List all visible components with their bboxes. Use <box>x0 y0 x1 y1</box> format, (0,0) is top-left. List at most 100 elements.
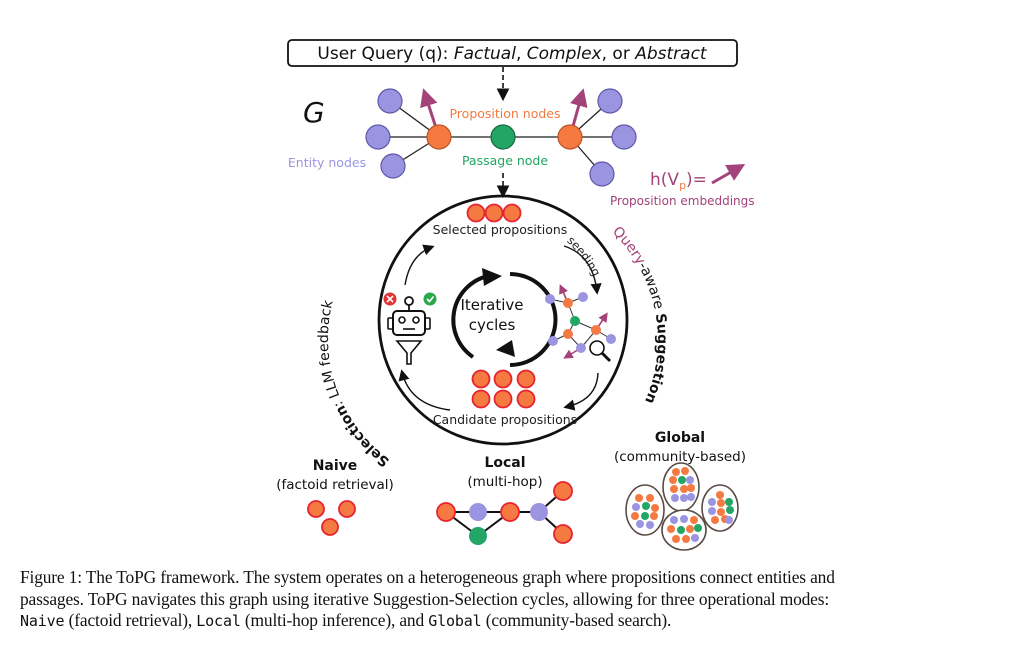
proposition-node <box>682 535 690 543</box>
entity-node <box>589 161 615 187</box>
reject-icon <box>383 292 397 306</box>
passage-node <box>490 124 516 150</box>
entity-node <box>670 516 678 524</box>
query-separator: , <box>516 44 527 64</box>
proposition-nodes-label: Proposition nodes <box>449 106 560 121</box>
selection-arc-label: Selection: LLM feedback <box>316 298 392 470</box>
entity-node <box>636 520 644 528</box>
proposition-node <box>686 525 694 533</box>
entity-node <box>680 515 688 523</box>
passage-node <box>641 512 649 520</box>
proposition-node <box>635 494 643 502</box>
suggestion-arc-label: Query-aware Suggestion <box>609 224 670 406</box>
suggestion-subgraph <box>545 284 616 359</box>
proposition-node <box>667 525 675 533</box>
user-query-box: User Query (q): Factual, Complex, or Abs… <box>287 39 738 67</box>
candidate-propositions-group <box>471 369 536 409</box>
proposition-node <box>672 535 680 543</box>
proposition-node <box>716 491 724 499</box>
passage-node <box>694 524 702 532</box>
proposition-node <box>631 512 639 520</box>
entity-node <box>380 153 406 179</box>
iterative-label-line2: cycles <box>469 316 516 334</box>
mode-code-naive: Naive <box>20 612 65 630</box>
mode-local: Local (multi-hop) <box>436 455 573 545</box>
mode-name: Naive <box>313 458 358 474</box>
proposition-node <box>717 499 725 507</box>
graph-symbol: G <box>303 96 325 129</box>
mode-desc: (community-based) <box>614 449 746 465</box>
magnifier-icon <box>589 340 612 363</box>
mode-global: Global (community-based) <box>614 430 746 551</box>
query-prefix: User Query (q): <box>317 44 453 64</box>
llm-robot-icon <box>387 296 431 336</box>
proposition-node <box>687 484 695 492</box>
selected-propositions-label: Selected propositions <box>433 222 568 237</box>
query-type-abstract: Abstract <box>634 44 708 64</box>
entity-node <box>686 476 694 484</box>
svg-text:User Query (q): Factual, Compl: User Query (q): Factual, Complex, or Abs… <box>317 44 708 64</box>
entity-node <box>687 493 695 501</box>
embedding-legend-arrow <box>711 164 746 185</box>
passage-node <box>726 506 734 514</box>
proposition-node <box>651 504 659 512</box>
proposition-node <box>711 516 719 524</box>
mode-name: Local <box>484 455 525 471</box>
suggestion-to-candidate-arrow <box>563 372 599 411</box>
selection-to-selected-arrow <box>404 244 435 286</box>
mode-name: Global <box>655 430 705 446</box>
heterogeneous-graph <box>365 88 637 187</box>
entity-node <box>646 521 654 529</box>
entity-node <box>671 494 679 502</box>
mode-desc: (factoid retrieval) <box>276 477 394 493</box>
candidate-propositions-label: Candidate propositions <box>433 412 577 427</box>
proposition-node <box>670 485 678 493</box>
mode-code-global: Global <box>428 612 482 630</box>
proposition-node <box>650 512 658 520</box>
passage-node <box>677 526 685 534</box>
caption-line-3: Naive (factoid retrieval), Local (multi-… <box>20 610 672 630</box>
proposition-node <box>681 467 689 475</box>
seeding-arrow <box>563 245 602 295</box>
proposition-node <box>680 485 688 493</box>
entity-node <box>632 503 640 511</box>
entity-node <box>597 88 623 114</box>
entity-node <box>365 124 391 150</box>
mode-desc: (multi-hop) <box>467 474 542 490</box>
mode-code-local: Local <box>196 612 241 630</box>
proposition-node <box>717 508 725 516</box>
mode-naive: Naive (factoid retrieval) <box>276 458 394 536</box>
figure-caption: Figure 1: The ToPG framework. The system… <box>20 567 1010 633</box>
selected-propositions-group <box>466 203 522 223</box>
proposition-node <box>557 124 583 150</box>
iterative-cycle-icon <box>451 268 558 367</box>
entity-node <box>680 494 688 502</box>
entity-node <box>725 516 733 524</box>
proposition-embeddings-label: Proposition embeddings <box>610 194 755 208</box>
caption-line-2: passages. ToPG navigates this graph usin… <box>20 588 830 609</box>
accept-icon <box>423 292 437 306</box>
passage-node-label: Passage node <box>462 153 548 168</box>
iterative-label-line1: Iterative <box>460 296 523 314</box>
entity-node <box>708 498 716 506</box>
entity-node <box>691 534 699 542</box>
caption-line-1: Figure 1: The ToPG framework. The system… <box>20 567 835 587</box>
entity-node <box>377 88 403 114</box>
proposition-node <box>426 124 452 150</box>
proposition-node <box>669 476 677 484</box>
entity-node <box>611 124 637 150</box>
query-type-factual: Factual <box>454 44 516 64</box>
entity-nodes-label: Entity nodes <box>288 155 366 170</box>
passage-node <box>725 498 733 506</box>
cycle-circle <box>377 194 629 446</box>
passage-node <box>678 476 686 484</box>
query-type-complex: Complex <box>527 44 603 64</box>
query-separator: , or <box>602 44 636 64</box>
passage-node <box>642 502 650 510</box>
proposition-node <box>690 516 698 524</box>
candidate-to-selection-arrow <box>398 369 451 411</box>
proposition-node <box>646 494 654 502</box>
embedding-formula: h(Vp)= <box>650 170 707 192</box>
filter-funnel-icon <box>395 340 423 365</box>
